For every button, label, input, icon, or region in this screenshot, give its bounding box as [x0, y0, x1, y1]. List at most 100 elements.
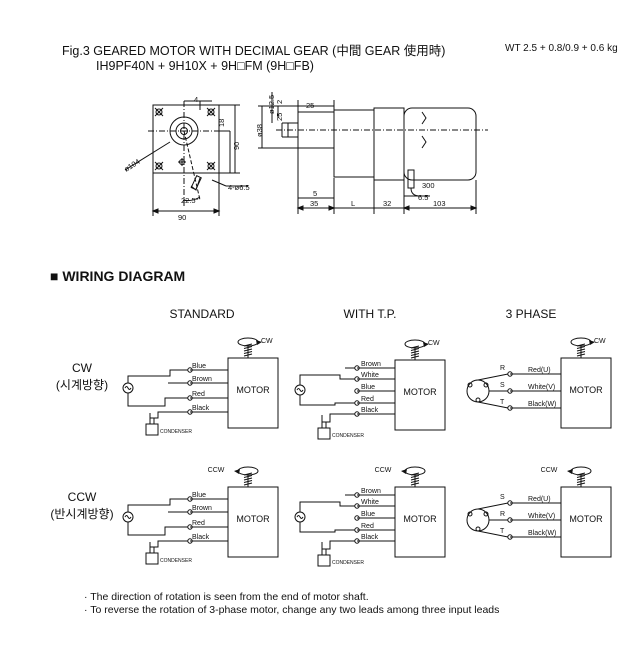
row-ccw-korean: (반시계방향): [50, 507, 114, 521]
dim-38: ø38: [255, 124, 264, 137]
wiring-diagrams: MOTORCWBlueBrownRedBlackCONDENSERMOTORCW…: [122, 337, 612, 567]
shaft-thread: [243, 353, 253, 357]
condenser-wire: [321, 413, 355, 423]
sine-icon: [296, 515, 304, 519]
dim-90-horizontal: 90: [178, 213, 186, 222]
shaft-thread: [410, 348, 420, 351]
column-with-tp: WITH T.P.: [343, 307, 397, 321]
shaft-thread: [410, 350, 420, 354]
arrowhead-icon: [401, 469, 407, 474]
row-ccw-label: CCW (반시계방향): [42, 489, 122, 523]
shaft-thread: [410, 480, 420, 483]
motor-body: [227, 486, 279, 558]
condenser-wire: [321, 540, 355, 550]
shaft-thread: [576, 348, 586, 352]
ccw-label: CCW: [208, 467, 225, 474]
shaft-thread: [576, 480, 586, 483]
dim-4: 4: [194, 95, 198, 104]
shaft-thread: [410, 482, 420, 486]
model-number: IH9PF40N + 9H10X + 9H□FM (9H□FB): [96, 59, 314, 73]
source-node: [475, 526, 481, 532]
supply-wire: [127, 393, 188, 407]
supply-wire: [477, 530, 509, 538]
lead-label: Brown: [192, 376, 212, 383]
lead-label: Red(U): [528, 496, 551, 503]
motor-body: [394, 359, 446, 431]
shaft-thread: [576, 477, 586, 481]
dim-103: 103: [433, 199, 446, 208]
phase-terminal-label: R: [500, 365, 505, 372]
motor-body: [560, 486, 612, 558]
cw-label: CW: [594, 338, 606, 345]
shaft-thread: [576, 346, 586, 349]
condenser-wire: [149, 540, 188, 548]
row-cw-direction: CW: [72, 361, 92, 375]
lead-label: Black(W): [528, 401, 556, 408]
supply-wire: [299, 374, 355, 385]
dim-25-vertical: 25: [275, 113, 284, 121]
phase-terminal-label: S: [500, 382, 505, 389]
lead-label: Red: [192, 391, 205, 398]
lead-label: Blue: [192, 492, 206, 499]
terminal: [354, 515, 360, 521]
motor-body: [560, 357, 612, 429]
arrowhead-icon: [423, 342, 429, 347]
phase-terminal-label: T: [500, 399, 505, 406]
dim-5: 5: [313, 189, 317, 198]
shaft-thread: [243, 480, 253, 483]
sine-icon: [124, 386, 132, 390]
lead-label: Red: [361, 396, 374, 403]
dim-90-vertical: 90: [232, 142, 241, 150]
shaft-thread: [243, 351, 253, 354]
shaft-thread: [576, 353, 586, 357]
source-node: [475, 397, 481, 403]
dim-104: ø104: [122, 157, 141, 174]
supply-wire: [299, 522, 355, 533]
shaft-thread: [576, 475, 586, 478]
motor-label: MOTOR: [236, 385, 270, 395]
supply-wire: [299, 501, 355, 512]
supply-wire: [127, 498, 188, 512]
supply-wire: [127, 369, 188, 383]
condenser-wire: [149, 411, 188, 419]
lead-label: Black: [361, 534, 379, 541]
shaft-thread: [576, 482, 586, 486]
phase-terminal-label: S: [500, 494, 505, 501]
sine-icon: [296, 388, 304, 392]
lead-label: Black: [361, 407, 379, 414]
side-view: [258, 92, 488, 214]
dim-angle: 22.5°: [181, 196, 199, 205]
dim-32: 32: [383, 199, 391, 208]
mount-hole: [207, 162, 215, 170]
lead-label: Black(W): [528, 530, 556, 537]
shaft-thread: [576, 351, 586, 354]
shaft-thread: [243, 348, 253, 352]
row-ccw-direction: CCW: [67, 490, 97, 504]
lead-label: Red: [361, 523, 374, 530]
dim-hole: 4-ø6.5: [228, 183, 250, 192]
condenser-label: CONDENSER: [160, 429, 192, 435]
column-3-phase: 3 PHASE: [505, 307, 557, 321]
cw-label: CW: [428, 340, 440, 347]
phase-terminal-label: R: [500, 511, 505, 518]
lead-label: Black: [192, 405, 210, 412]
shaft-thread: [243, 475, 253, 478]
dim-r300: 300: [422, 181, 435, 190]
shaft-thread: [410, 475, 420, 478]
lead-label: White: [361, 372, 379, 379]
lead-label: White(V): [528, 513, 555, 520]
column-standard: STANDARD: [169, 307, 235, 321]
dim-L: L: [351, 199, 355, 208]
mount-hole: [155, 108, 163, 116]
row-cw-korean: (시계방향): [55, 378, 109, 392]
row-cw-label: CW (시계방향): [42, 360, 122, 394]
dim-25: 25: [306, 101, 314, 110]
condenser-box: [145, 552, 159, 565]
lead-label: Blue: [361, 384, 375, 391]
figure-title: Fig.3 GEARED MOTOR WITH DECIMAL GEAR (中間…: [62, 44, 446, 58]
shaft-thread: [243, 477, 253, 481]
motor-label: MOTOR: [569, 514, 603, 524]
cw-label: CW: [261, 338, 273, 345]
